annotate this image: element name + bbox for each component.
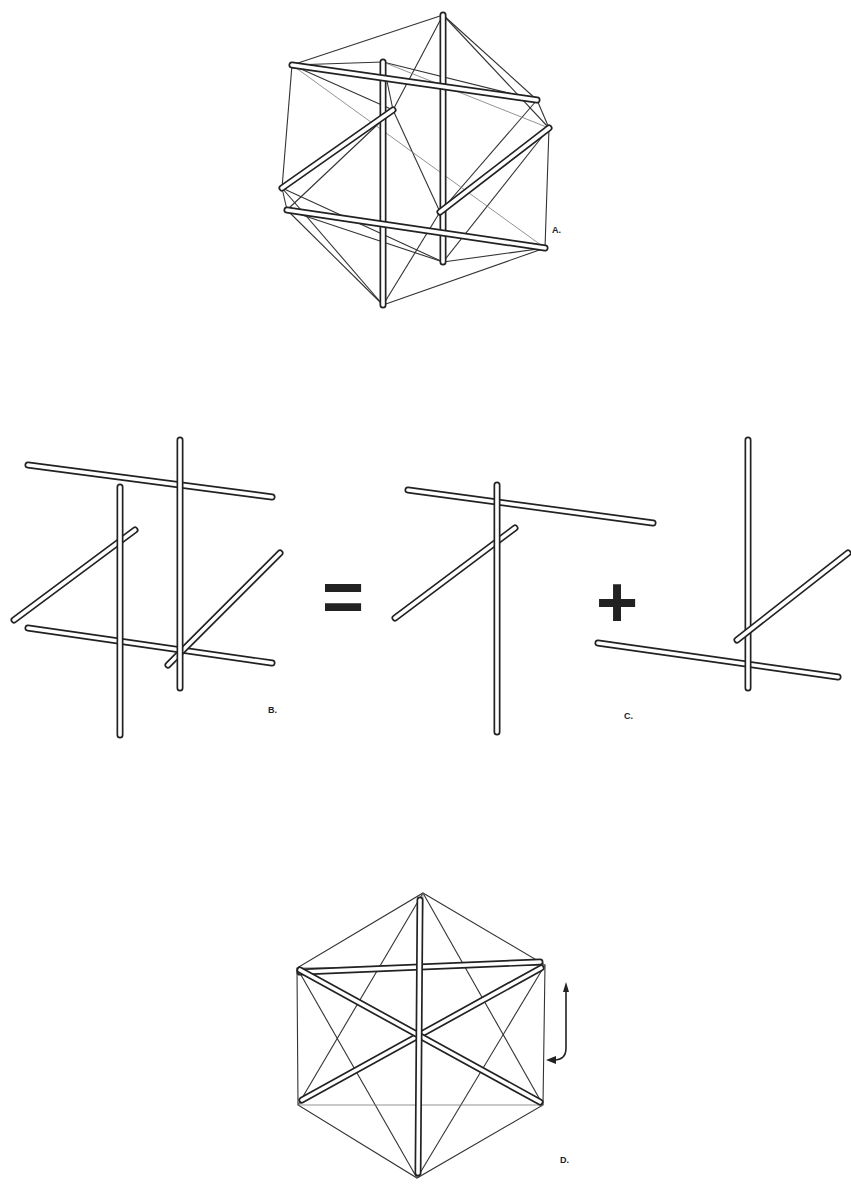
operator-symbol: = [322, 560, 364, 632]
tendon-lines [297, 893, 545, 1178]
rotation-arrow [546, 982, 569, 1064]
tendon-lines [282, 15, 549, 305]
figure-label: B. [268, 706, 277, 715]
figure-label: D. [560, 1156, 569, 1165]
operator-symbol: + [596, 566, 638, 638]
strut-bars [395, 485, 653, 732]
figure-label: C. [624, 712, 633, 721]
strut-bars [282, 15, 549, 305]
strut-bars [14, 440, 280, 735]
figure-label: A. [552, 226, 561, 235]
strut-bars [300, 900, 541, 1173]
strut-bars [598, 440, 848, 688]
